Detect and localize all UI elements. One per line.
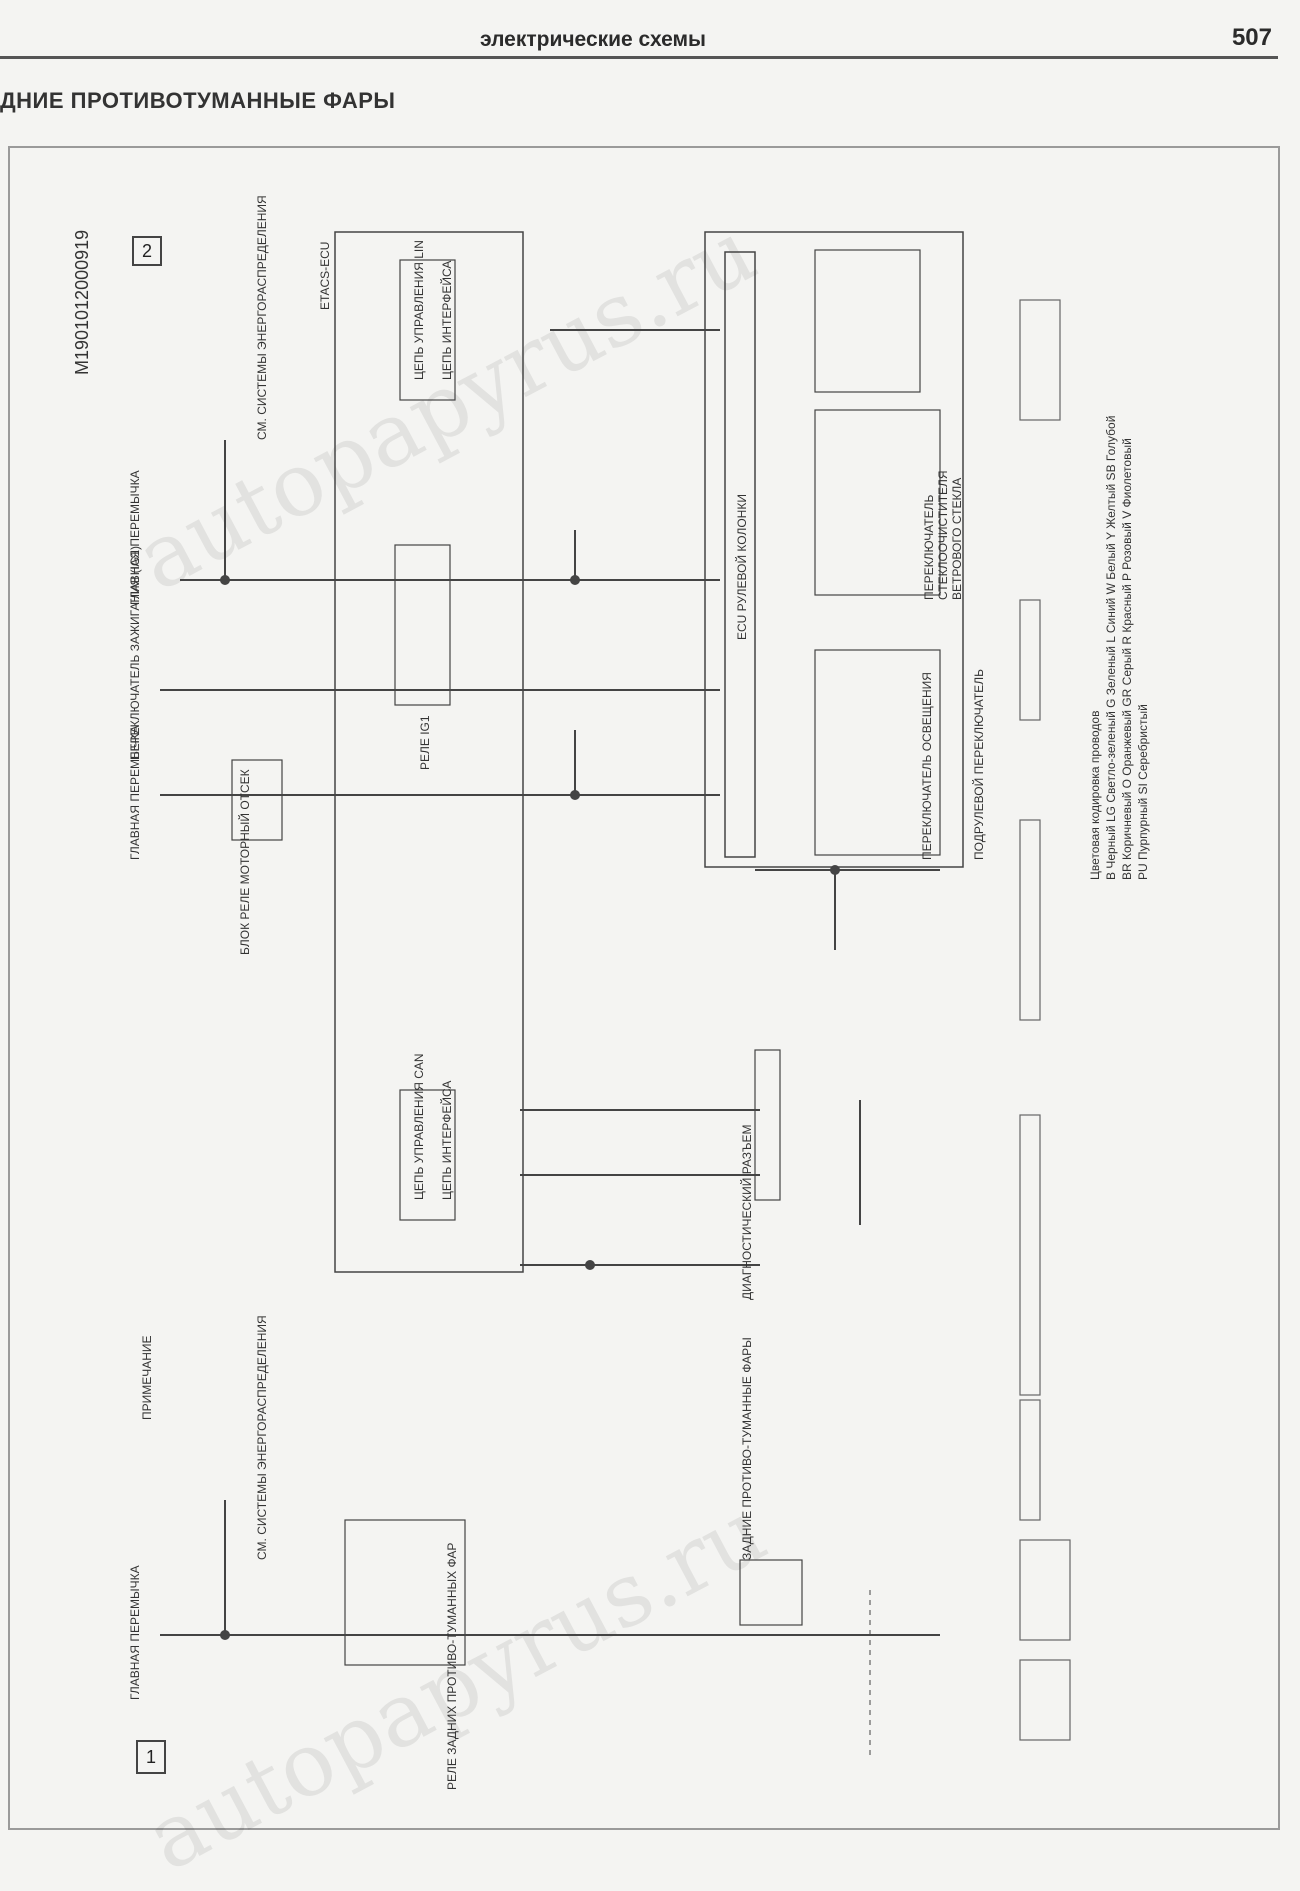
header-title: электрические схемы [480,28,706,51]
wire-colors-3: PU Пурпурный SI Серебристый [1136,704,1150,880]
can-control: ЦЕПЬ УПРАВЛЕНИЯ CAN [412,1053,426,1200]
power-system-b: СМ. СИСТЕМЫ ЭНЕРГОРАСПРЕДЕЛЕНИЯ [255,1315,269,1560]
rear-fog-relay: РЕЛЕ ЗАДНИХ ПРОТИВО-ТУМАННЫХ ФАР [445,1542,459,1790]
page-header: электрические схемы 507 [0,22,1300,62]
section-title: ДНИЕ ПРОТИВОТУМАННЫЕ ФАРЫ [0,88,396,113]
lin-interface: ЦЕПЬ ИНТЕРФЕЙСА [440,260,454,380]
wire-colors-2: BR Коричневый O Оранжевый GR Серый R Кра… [1120,438,1134,880]
lighting-switch-box [814,649,941,856]
wiper-switch-box [814,409,941,596]
ecu-label: ETACS-ECU [318,241,332,310]
wire-colors-head: Цветовая кодировка проводов [1088,710,1102,880]
page-box-1: 1 [136,1740,166,1774]
lighting-switch: ПЕРЕКЛЮЧАТЕЛЬ ОСВЕЩЕНИЯ [920,672,934,860]
column-ecu: ECU РУЛЕВОЙ КОЛОНКИ [735,494,749,640]
page-box-2: 2 [132,236,162,266]
diag-connector: ДИАГНОСТИЧЕСКИЙ РАЗЪЕМ [740,1124,754,1300]
column-switch: ПОДРУЛЕВОЙ ПЕРЕКЛЮЧАТЕЛЬ [972,669,986,860]
relay-block: БЛОК РЕЛЕ МОТОРНЫЙ ОТСЕК [238,769,252,955]
page-number: 507 [1231,24,1272,51]
ignition-switch: ПЕРЕКЛЮЧАТЕЛЬ ЗАЖИГАНИЯ (IG1) [128,546,142,760]
wire-colors-1: B Черный LG Светло-зеленый G Зеленый L С… [1104,415,1118,880]
lin-box [399,259,456,401]
rear-fog-lamps: ЗАДНИЕ ПРОТИВО-ТУМАННЫЕ ФАРЫ [740,1337,754,1560]
etacs-ecu-box [334,231,524,1273]
power-system-a: СМ. СИСТЕМЫ ЭНЕРГОРАСПРЕДЕЛЕНИЯ [255,195,269,440]
relay-ig1-box [394,544,451,706]
can-box [399,1089,456,1221]
wiring-diagram [160,231,1071,1760]
diagram-frame [8,146,1280,1830]
fog-lamp-box [739,1559,803,1626]
rear-fog-relay-box [344,1519,466,1666]
wiper-switch: ПЕРЕКЛЮЧАТЕЛЬ СТЕКЛООЧИСТИТЕЛЯ ВЕТРОВОГО… [922,470,964,600]
module-top-box [814,249,921,393]
column-ecu-inner [724,251,756,858]
main-jumper-c: ГЛАВНАЯ ПЕРЕМЫЧКА [128,1565,142,1700]
diag-connector-box [754,1049,781,1201]
diagram-code: M1901012000919 [72,229,92,375]
relay-block-box [231,759,283,841]
header-rule [0,56,1278,59]
note-head: ПРИМЕЧАНИЕ [140,1335,154,1420]
lin-control: ЦЕПЬ УПРАВЛЕНИЯ LIN [412,240,426,380]
relay-ig1: РЕЛЕ IG1 [418,715,432,770]
can-interface: ЦЕПЬ ИНТЕРФЕЙСА [440,1080,454,1200]
